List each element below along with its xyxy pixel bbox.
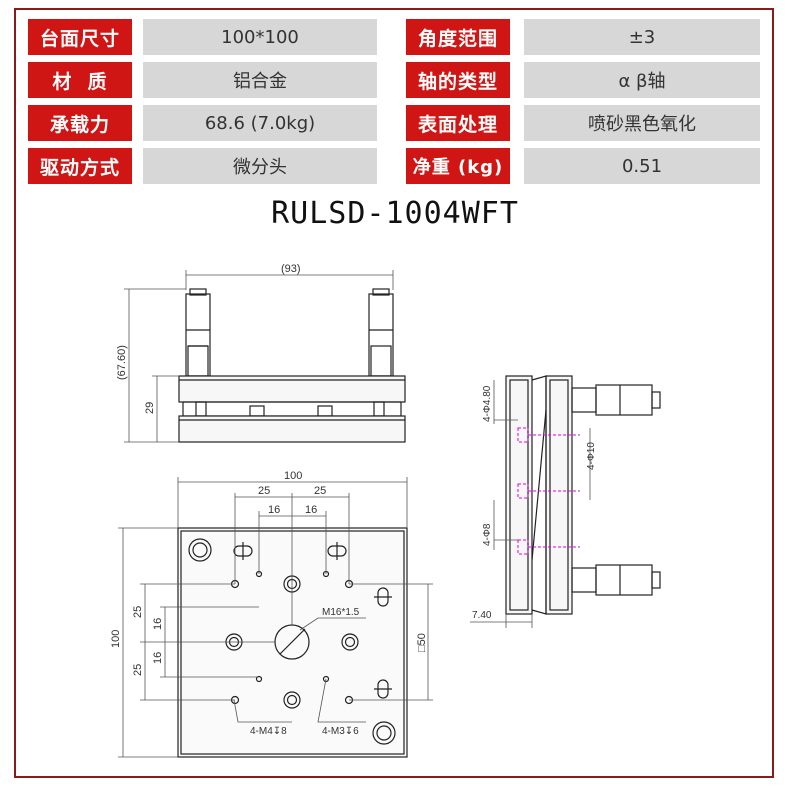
dim-25-lower: 25	[132, 664, 144, 676]
spec-value-drive-method: 微分头	[143, 148, 377, 184]
dim-side-phi480: 4-Φ4.80	[482, 385, 493, 422]
dim-29: 29	[144, 402, 156, 414]
spec-value-load-capacity: 68.6 (7.0kg)	[143, 105, 377, 141]
dim-square-50: □50	[416, 633, 428, 652]
dimension-labels: (93) (67.60) 29 100 25 25 16 16 100 25 1…	[110, 263, 597, 737]
dim-m4: 4-M4↧8	[250, 726, 287, 737]
dim-m16: M16*1.5	[322, 607, 360, 618]
outer-frame	[14, 8, 774, 778]
dim-m3: 4-M3↧6	[322, 726, 359, 737]
spec-label-surface-treatment: 表面处理	[406, 105, 510, 141]
dim-16-lower: 16	[152, 652, 164, 664]
spec-value-table-size: 100*100	[143, 19, 377, 55]
spec-value-axis-type: α β轴	[524, 62, 760, 98]
spec-value-net-weight: 0.51	[524, 148, 760, 184]
dim-25-upper: 25	[132, 606, 144, 618]
spec-value-material: 铝合金	[143, 62, 377, 98]
dim-16-upper: 16	[152, 618, 164, 630]
dim-67-60: (67.60)	[116, 345, 128, 380]
dim-25-left: 25	[258, 485, 270, 497]
side-hidden-holes	[517, 427, 580, 555]
top-view	[177, 527, 408, 758]
spec-label-angle-range: 角度范围	[406, 19, 510, 55]
dim-100-left: 100	[110, 630, 122, 648]
dim-side-740: 7.40	[472, 610, 492, 621]
dim-side-phi10: 4-Φ10	[586, 442, 597, 470]
spec-label-load-capacity: 承载力	[28, 105, 132, 141]
dim-25-right: 25	[314, 485, 326, 497]
spec-label-table-size: 台面尺寸	[28, 19, 132, 55]
spec-value-angle-range: ±3	[524, 19, 760, 55]
model-title: RULSD-1004WFT	[271, 196, 519, 231]
spec-label-material: 材 质	[28, 62, 132, 98]
dimension-lines	[118, 270, 591, 758]
front-view	[178, 288, 406, 443]
side-view	[505, 375, 661, 615]
dim-100-top: 100	[284, 470, 302, 482]
dim-side-phi8: 4-Φ8	[482, 523, 493, 546]
dim-16-right: 16	[305, 504, 317, 516]
dim-16-left: 16	[268, 504, 280, 516]
spec-label-axis-type: 轴的类型	[406, 62, 510, 98]
dim-93: (93)	[281, 263, 301, 275]
spec-label-net-weight: 净重 (kg)	[406, 148, 510, 184]
spec-value-surface-treatment: 喷砂黑色氧化	[524, 105, 760, 141]
spec-label-drive-method: 驱动方式	[28, 148, 132, 184]
